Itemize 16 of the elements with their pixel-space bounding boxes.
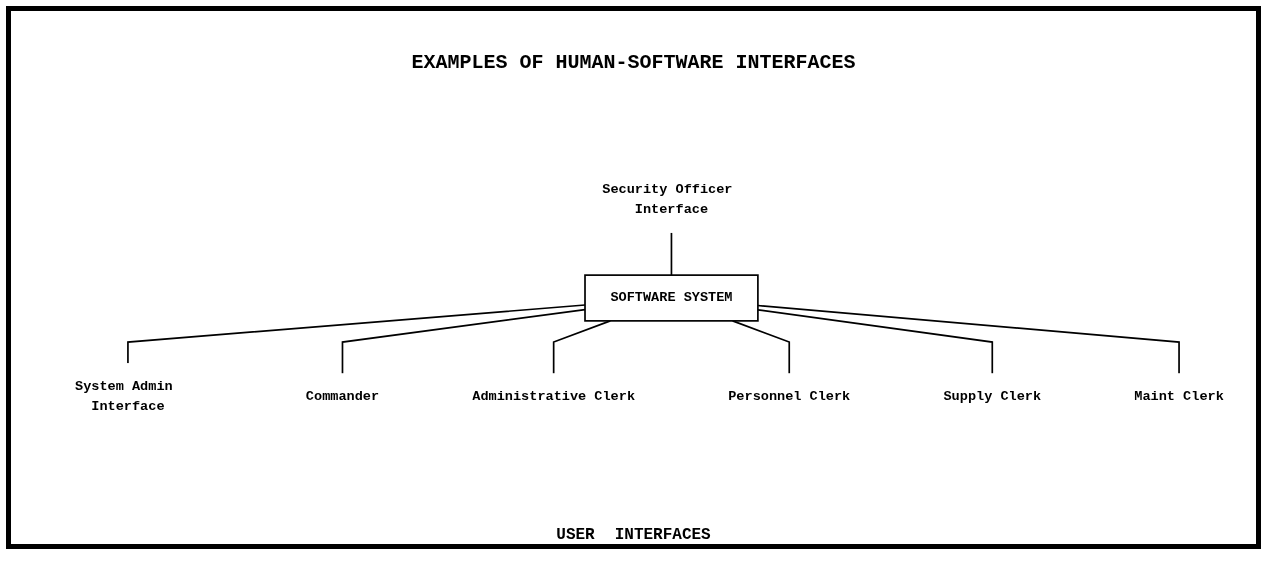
node-text: System Admin Interface [75,378,173,415]
connector [757,304,1180,375]
diagram-title: EXAMPLES OF HUMAN-SOFTWARE INTERFACES [411,51,856,74]
interface-label: INTERFACES [614,526,711,544]
node-text: Supply Clerk [943,388,1042,404]
node-text: Security Officer Interface [602,181,733,218]
node-text: Maint Clerk [1134,388,1224,404]
node-text: Personnel Clerk [728,388,851,404]
node-box: SOFTWARE SYSTEM [584,274,759,322]
connector [127,304,586,365]
node-text: Administrative Clerk [472,388,636,404]
node-text: Commander [305,388,380,404]
connector [757,309,994,375]
connector [670,231,673,276]
connector [341,308,586,375]
interface-label: USER [556,526,595,544]
